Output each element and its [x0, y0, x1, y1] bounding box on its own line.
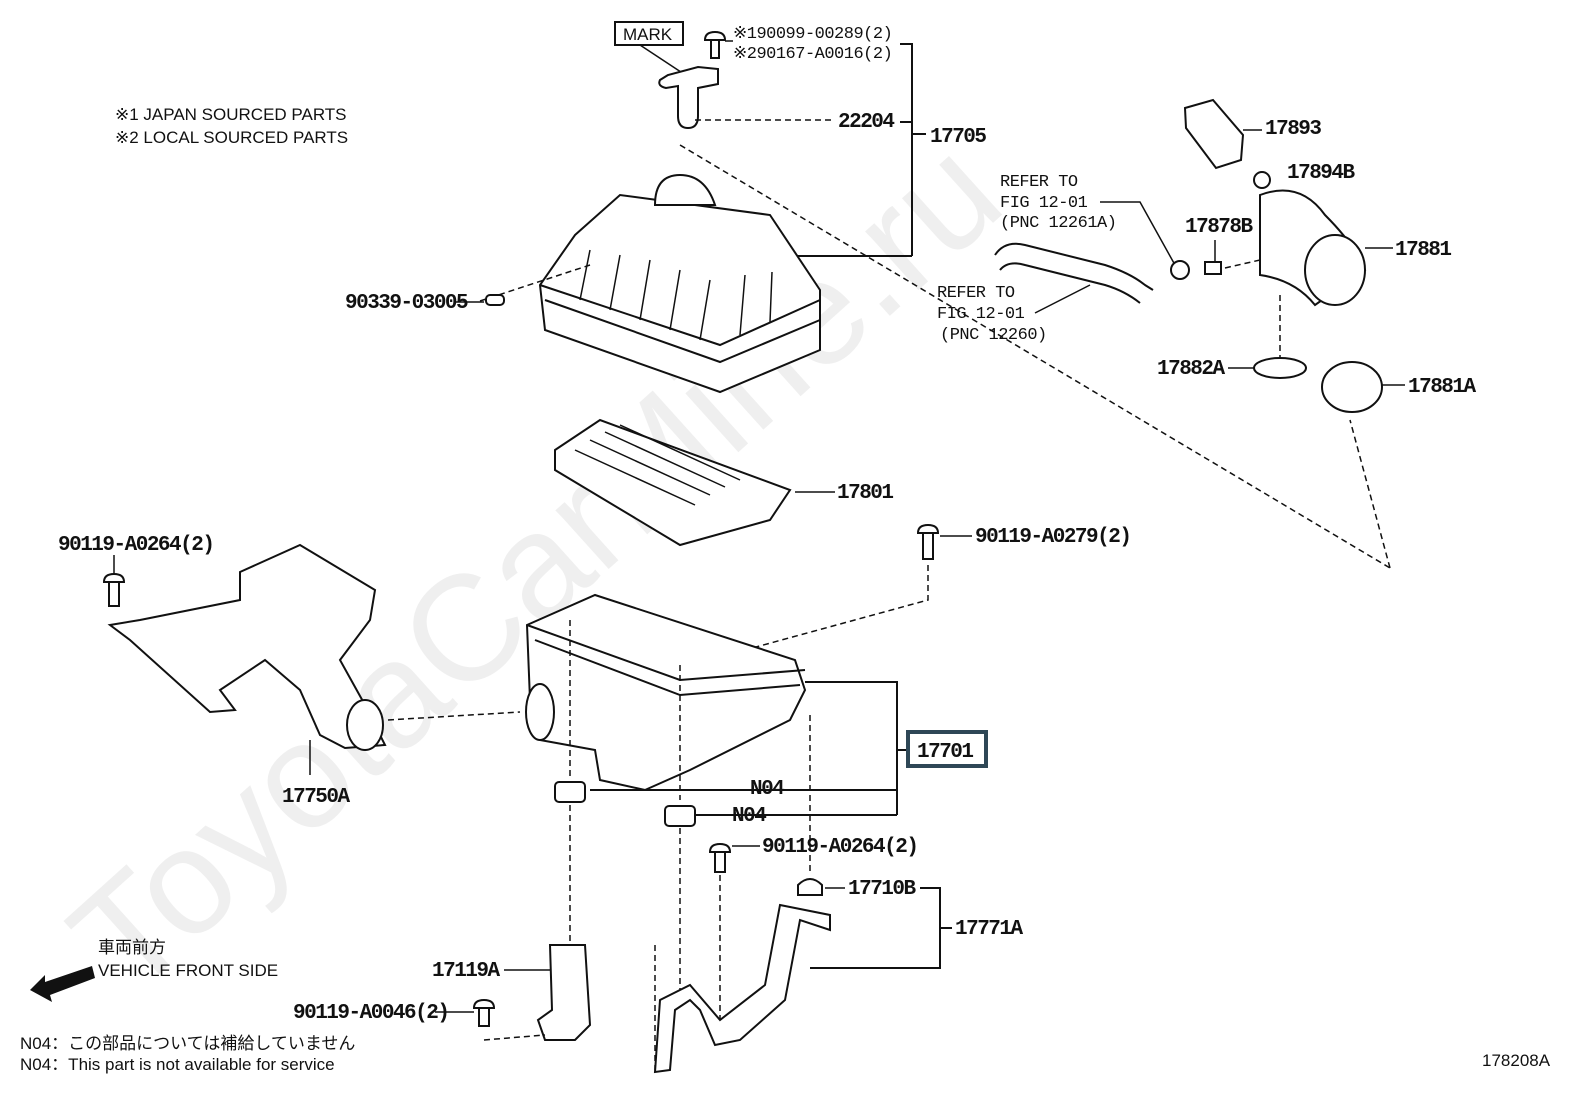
refer2-line2: FIG 12-01: [937, 305, 1025, 324]
bolt-90119-A0264-lower: [708, 842, 732, 873]
n04-note-jp: N04：この部品については補給していません: [20, 1034, 355, 1053]
label-n04-2: N04: [732, 805, 766, 828]
label-17750A: 17750A: [282, 786, 351, 809]
label-17894B: 17894B: [1287, 162, 1356, 185]
front-arrow-icon: [30, 966, 95, 1002]
label-17701: 17701: [917, 741, 973, 764]
label-90119-A0046: 90119-A0046(2): [293, 1002, 448, 1025]
front-side-en: VEHICLE FRONT SIDE: [98, 961, 278, 980]
refer1-line3: (PNC 12261A): [1000, 214, 1116, 233]
label-90167-A0016: ※290167-A0016(2): [733, 45, 892, 64]
label-17881A: 17881A: [1408, 376, 1477, 399]
hose: [994, 242, 1154, 304]
bracket-17771A: [653, 903, 831, 1074]
bolt-90119-A0046: [472, 998, 496, 1027]
air-inlet-duct: [107, 543, 387, 751]
label-90119-A0279: 90119-A0279(2): [975, 526, 1130, 549]
label-17801: 17801: [837, 482, 893, 505]
note-local-sourced: ※2 LOCAL SOURCED PARTS: [115, 128, 348, 147]
label-90099-00289: ※190099-00289(2): [733, 25, 892, 44]
refer1-line2: FIG 12-01: [1000, 194, 1088, 213]
highlight-box-17701: [906, 730, 988, 768]
resonator-17893: [1183, 98, 1245, 170]
refer2-line1: REFER TO: [937, 284, 1015, 303]
mass-air-flow-sensor: [614, 21, 727, 130]
label-17881: 17881: [1395, 239, 1451, 262]
label-90339-03005: 90339-03005: [345, 292, 468, 315]
n04-note-en: N04：This part is not available for servi…: [20, 1055, 335, 1074]
bolt-90119-A0279: [916, 523, 940, 560]
grommet-17710B: [797, 878, 823, 896]
label-17893: 17893: [1265, 118, 1321, 141]
label-17771A: 17771A: [955, 918, 1024, 941]
label-17710B: 17710B: [848, 878, 917, 901]
grommet-n04-1: [554, 781, 586, 803]
bolt-90119-A0264-left: [102, 572, 126, 607]
air-filter-element: [554, 418, 792, 547]
clip-90339: [485, 294, 505, 306]
mark-label: MARK: [623, 25, 673, 44]
clamp-17881A: [1321, 361, 1383, 413]
air-cleaner-case: [525, 593, 807, 792]
refer1-line1: REFER TO: [1000, 173, 1078, 192]
refer2-line3: (PNC 12260): [940, 326, 1047, 345]
diagram-id: 178208A: [1482, 1051, 1551, 1070]
label-17878B: 17878B: [1185, 216, 1254, 239]
label-n04-1: N04: [750, 778, 784, 801]
label-22204: 22204: [838, 111, 894, 134]
label-90119-A0264-top: 90119-A0264(2): [58, 534, 213, 557]
label-17705: 17705: [930, 126, 986, 149]
label-90119-A0264-lower: 90119-A0264(2): [762, 836, 917, 859]
bracket-17119A: [536, 944, 592, 1041]
clamp-17882A: [1253, 357, 1307, 379]
label-17882A: 17882A: [1157, 358, 1226, 381]
label-17119A: 17119A: [432, 960, 501, 983]
grommet-n04-2: [664, 805, 696, 827]
front-side-jp: 車両前方: [98, 938, 166, 957]
note-japan-sourced: ※1 JAPAN SOURCED PARTS: [115, 105, 347, 124]
air-cleaner-hose-17881: [1259, 189, 1367, 307]
air-cleaner-cap: [538, 173, 821, 394]
